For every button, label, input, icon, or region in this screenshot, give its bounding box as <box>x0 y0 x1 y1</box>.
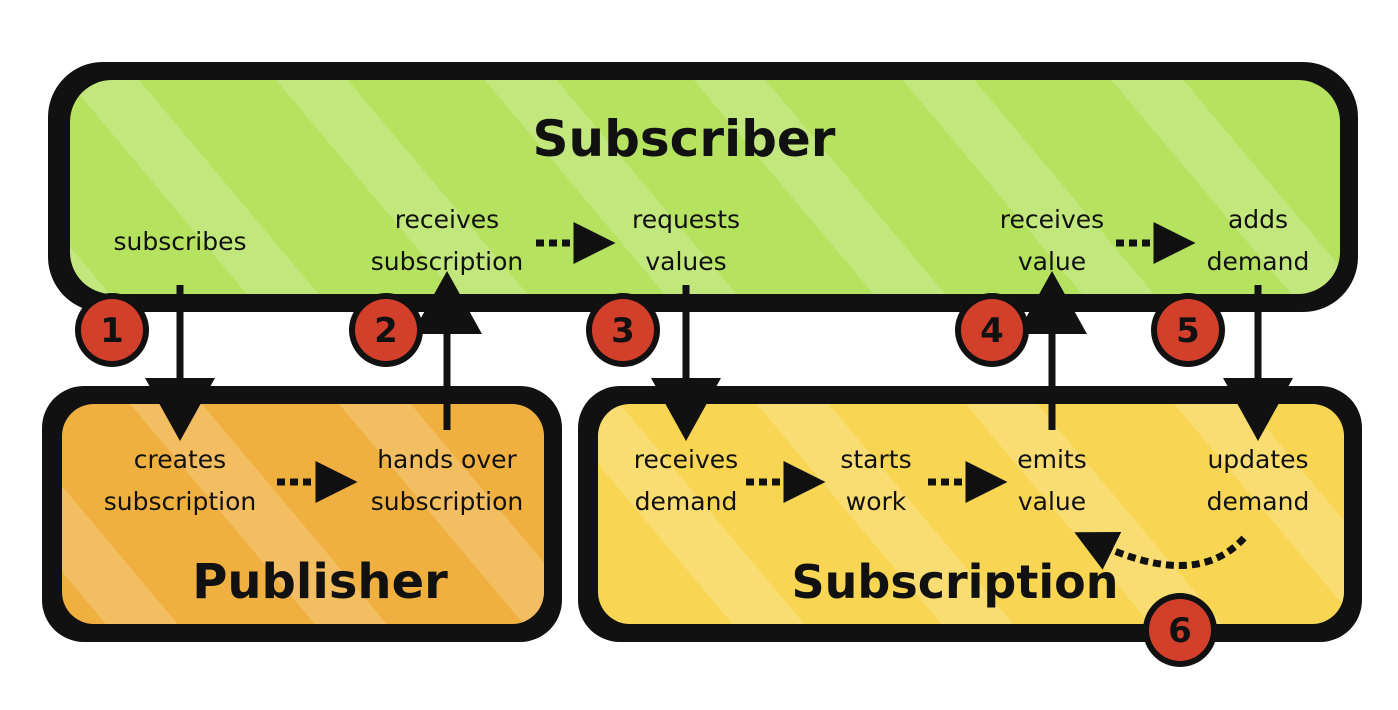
step-badge-6: 6 <box>1143 593 1217 667</box>
label-hands-over-subscription-1: hands over <box>377 445 517 474</box>
label-creates-subscription-2: subscription <box>104 487 257 516</box>
svg-text:3: 3 <box>611 311 635 351</box>
label-adds-demand-1: adds <box>1228 205 1288 234</box>
label-receives-subscription-1: receives <box>395 205 499 234</box>
subscription-box: Subscription <box>578 386 1362 642</box>
subscriber-box: Subscriber <box>48 62 1358 312</box>
label-emits-value-2: value <box>1018 487 1086 516</box>
svg-text:5: 5 <box>1176 311 1200 351</box>
dotted-arrow-updates-to-emits <box>1074 532 1247 570</box>
step-badge-1: 1 <box>75 293 149 367</box>
svg-text:6: 6 <box>1168 611 1192 651</box>
step-badge-4: 4 <box>955 293 1029 367</box>
svg-text:4: 4 <box>980 311 1004 351</box>
label-receives-demand-2: demand <box>635 487 738 516</box>
step-badge-5: 5 <box>1151 293 1225 367</box>
label-receives-value-2: value <box>1018 247 1086 276</box>
label-hands-over-subscription-2: subscription <box>371 487 524 516</box>
subscription-title: Subscription <box>792 555 1119 609</box>
step-badge-3: 3 <box>586 293 660 367</box>
label-starts-work-2: work <box>846 487 907 516</box>
label-updates-demand-2: demand <box>1207 487 1310 516</box>
label-requests-values-1: requests <box>632 205 740 234</box>
svg-text:2: 2 <box>374 311 398 351</box>
label-receives-demand-1: receives <box>634 445 738 474</box>
label-emits-value-1: emits <box>1017 445 1087 474</box>
publisher-title: Publisher <box>192 554 448 610</box>
label-creates-subscription-1: creates <box>134 445 226 474</box>
step-badge-2: 2 <box>349 293 423 367</box>
label-receives-subscription-2: subscription <box>371 247 524 276</box>
label-receives-value-1: receives <box>1000 205 1104 234</box>
publisher-box: Publisher <box>42 386 562 642</box>
subscriber-title: Subscriber <box>533 110 836 168</box>
label-updates-demand-1: updates <box>1207 445 1308 474</box>
label-requests-values-2: values <box>645 247 726 276</box>
svg-text:1: 1 <box>100 311 124 351</box>
label-adds-demand-2: demand <box>1207 247 1310 276</box>
label-subscribes: subscribes <box>113 227 246 256</box>
label-starts-work-1: starts <box>840 445 911 474</box>
